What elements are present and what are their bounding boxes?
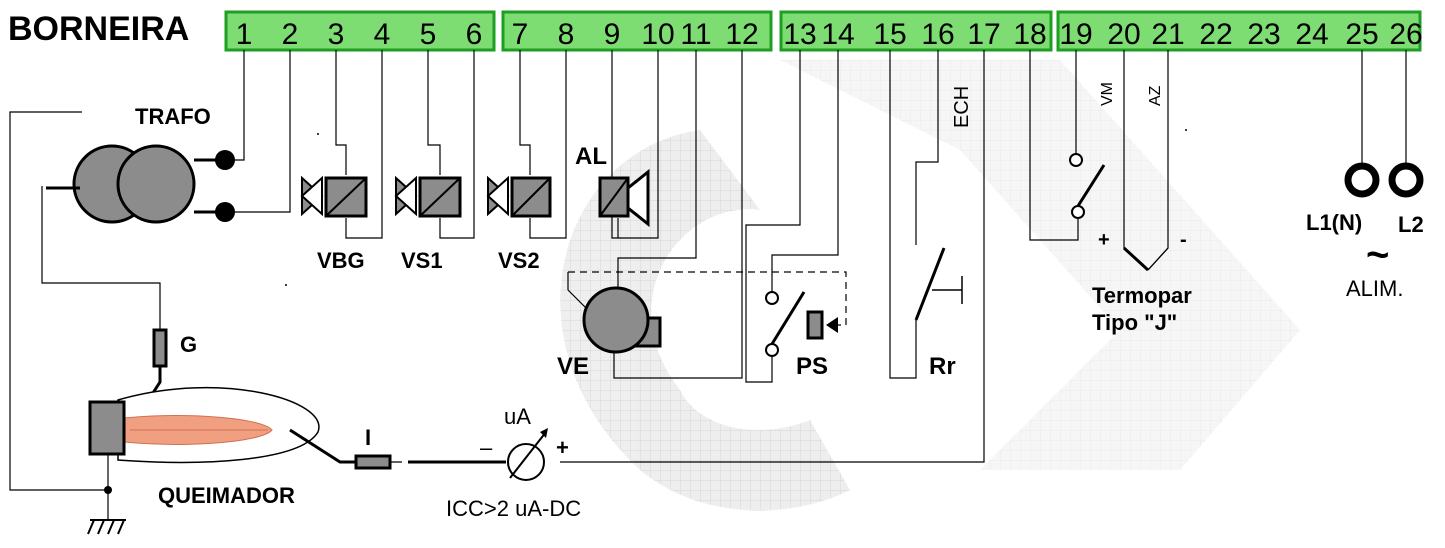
- valve-vs2-icon: [486, 175, 552, 218]
- terminal-number: 13: [783, 18, 816, 51]
- meter-plus-label: +: [556, 435, 569, 460]
- fan-motor-icon: [567, 272, 662, 354]
- vm-label: VM: [1099, 82, 1116, 106]
- terminal-number: 18: [1013, 18, 1046, 51]
- terminal-number: 25: [1345, 18, 1378, 51]
- ve-label: VE: [557, 353, 589, 380]
- terminal-number: 9: [604, 18, 621, 51]
- terminal-number: 16: [921, 18, 954, 51]
- terminal-number: 2: [282, 18, 299, 51]
- trafo-label: TRAFO: [135, 104, 211, 129]
- terminal-number: 23: [1247, 18, 1280, 51]
- i-label: I: [365, 425, 371, 450]
- az-label: AZ: [1147, 85, 1164, 106]
- thermocouple-icon: [1122, 246, 1169, 272]
- mechanical-link: [568, 271, 847, 326]
- vbg-label: VBG: [317, 248, 365, 273]
- l2-label: L2: [1398, 212, 1424, 237]
- ech-label: ECH: [951, 86, 973, 128]
- terminal-number: 15: [873, 18, 906, 51]
- ground-junction-icon: [104, 486, 112, 494]
- terminal-number: 20: [1107, 18, 1140, 51]
- vs1-label: VS1: [401, 248, 443, 273]
- tipo-j-label: Tipo "J": [1092, 310, 1177, 335]
- minus-label: -: [1180, 229, 1187, 251]
- terminal-number: 17: [967, 18, 1000, 51]
- wires: [9, 50, 1407, 520]
- ground-icon: [87, 519, 126, 535]
- terminal-number: 3: [328, 18, 345, 51]
- microammeter-icon: [507, 428, 548, 481]
- burner-icon: [88, 386, 320, 464]
- terminal-block: [224, 10, 1422, 52]
- ua-label: uA: [504, 404, 531, 429]
- reset-button-icon: [914, 247, 963, 321]
- icc-label: ICC>2 uA-DC: [446, 496, 581, 521]
- ionization-electrode-icon: [289, 428, 506, 470]
- alarm-horn-icon: [598, 168, 650, 228]
- terminal-number: 5: [420, 18, 437, 51]
- terminal-number: 4: [374, 18, 391, 51]
- terminal-number: 14: [821, 18, 854, 51]
- terminal-number: 26: [1389, 18, 1422, 51]
- watermark: [560, 60, 1300, 511]
- terminal-number: 1: [236, 18, 253, 51]
- terminal-number: 8: [558, 18, 575, 51]
- g-label: G: [180, 332, 197, 357]
- ps-label: PS: [796, 353, 828, 380]
- alim-label: ALIM.: [1346, 276, 1403, 301]
- terminal-number: 24: [1295, 18, 1328, 51]
- valve-vbg-icon: [300, 175, 368, 218]
- terminal-number: 10: [641, 18, 674, 51]
- rr-label: Rr: [929, 353, 956, 380]
- power-terminal-icon: [1344, 162, 1424, 198]
- terminal-number: 22: [1199, 18, 1232, 51]
- page-title: BORNEIRA: [8, 10, 189, 48]
- l1-label: L1(N): [1306, 210, 1362, 235]
- pressure-switch-icon: [765, 291, 838, 357]
- plus-label: +: [1098, 229, 1110, 251]
- valve-vs1-icon: [394, 175, 462, 218]
- transformer-icon: [46, 144, 235, 224]
- tilde-label: ~: [1366, 233, 1389, 277]
- terminal-number: 11: [680, 18, 711, 51]
- meter-minus-label: –: [480, 435, 493, 460]
- vs2-label: VS2: [498, 248, 540, 273]
- terminal-number: 7: [512, 18, 529, 51]
- termopar-label: Termopar: [1092, 283, 1192, 308]
- terminal-number: 6: [466, 18, 483, 51]
- al-label: AL: [575, 143, 607, 170]
- temperature-switch-icon: [1069, 153, 1106, 219]
- queimador-label: QUEIMADOR: [158, 483, 295, 508]
- terminal-number: 21: [1151, 18, 1184, 51]
- terminal-number: 12: [725, 18, 758, 51]
- terminal-number: 19: [1059, 18, 1092, 51]
